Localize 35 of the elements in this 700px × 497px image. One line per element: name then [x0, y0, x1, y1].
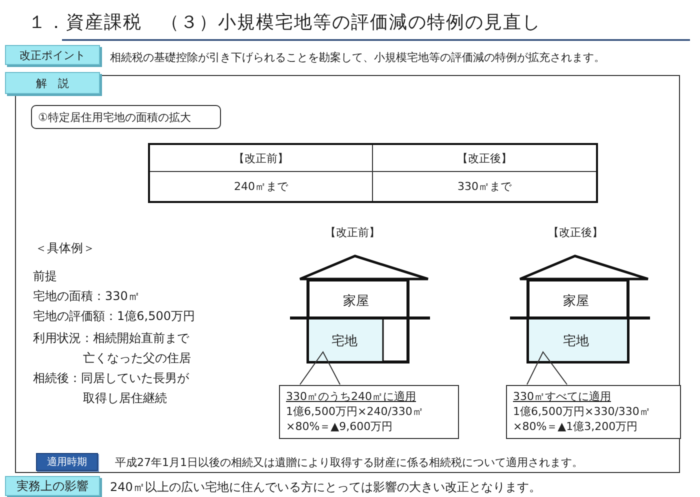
condition-text: 宅地の面積：330㎡ [33, 288, 140, 305]
condition-text: 相続後：同居していた長男が取得し居住継続 [33, 370, 190, 407]
tab-label: 実務上の影響 [5, 476, 100, 496]
callout-heading: 330㎡のうち240㎡に適用 [286, 389, 417, 404]
callout-pointer [300, 351, 340, 385]
example-heading: ＜具体例＞ [35, 240, 95, 257]
explanation-panel [15, 75, 680, 473]
callout-box [506, 385, 681, 439]
condition-text: 利用状況：相続開始直前まで亡くなった父の住居 [33, 330, 192, 367]
header-cell: 【改正前】 [150, 145, 373, 172]
callout-heading: 330㎡すべてに適用 [513, 389, 612, 404]
tab-label: 改正ポイント [5, 45, 100, 65]
impact-text: 240㎡以上の広い宅地に住んでいる方にとっては影響の大きい改正となります。 [110, 479, 541, 496]
formula-text: 1億6,500万円×240/330㎡ [286, 404, 424, 419]
intro-text: 相続税の基礎控除が引き下げられることを勘案して、小規模宅地等の評価減の特例が拡充されます。 [110, 50, 605, 65]
header-cell: 【改正後】 [373, 145, 596, 172]
formula-text: 1億6,500万円×330/330㎡ [513, 404, 652, 419]
tab-label: 解 説 [5, 72, 100, 94]
house-area: 家屋 [308, 283, 404, 319]
condition-text: 宅地の評価額：1億6,500万円 [33, 308, 195, 325]
table-cell: 240㎡まで [150, 172, 373, 201]
before-label: 【改正前】 [325, 225, 380, 240]
formula-text: ×80%＝▲1億3,200万円 [513, 419, 639, 434]
after-label: 【改正後】 [548, 225, 603, 240]
effective-date-text: 平成27年1月1日以後の相続又は遺贈により取得する財産に係る相続税について適用されます。 [115, 455, 583, 470]
premise-label: 前提 [33, 268, 57, 285]
callout-box [279, 385, 459, 439]
page-title: １．資産課税 （３）小規模宅地等の評価減の特例の見直し [28, 11, 541, 34]
land-area: 宅地 [308, 321, 381, 361]
callout-pointer [526, 351, 568, 385]
section-heading-box: ①特定居住用宅地の面積の拡大 [31, 105, 221, 129]
period-tab: 適用時期 [36, 453, 98, 471]
table-cell-text: 330㎡まで [456, 179, 513, 195]
formula-text: ×80%＝▲9,600万円 [286, 419, 394, 434]
house-area: 家屋 [528, 283, 624, 319]
